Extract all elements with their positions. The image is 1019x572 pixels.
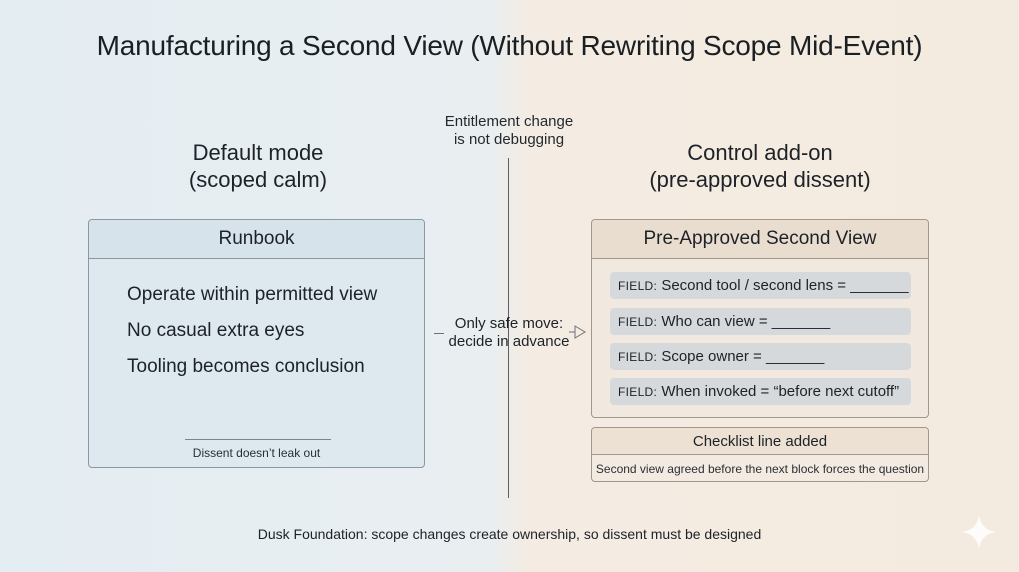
runbook-item: Tooling becomes conclusion [127, 356, 365, 377]
second-view-title: Pre-Approved Second View [592, 220, 928, 259]
left-heading-line-2: (scoped calm) [188, 167, 328, 192]
connector-label-line-1: Only safe move: [454, 315, 564, 332]
field-key: FIELD: [618, 384, 658, 399]
field-when-invoked: FIELD: When invoked = “before next cutof… [610, 378, 911, 405]
connector-label-line-2: decide in advance [448, 333, 570, 350]
left-heading-line-1: Default mode [192, 140, 324, 165]
right-heading-line-2: (pre-approved dissent) [649, 167, 871, 192]
middle-connector: Only safe move: decide in advance [432, 315, 588, 351]
diagram-title: Manufacturing a Second View (Without Rew… [96, 30, 923, 61]
right-column-heading: Control add-on (pre-approved dissent) [630, 139, 890, 193]
field-scope-owner: FIELD: Scope owner = _______ [610, 343, 911, 370]
left-column-heading: Default mode (scoped calm) [128, 139, 388, 193]
field-text: Second tool / second lens = _______ [657, 277, 909, 294]
connector-dash [434, 333, 444, 334]
sparkle-icon [962, 515, 996, 549]
field-text: Scope owner = _______ [657, 348, 825, 365]
checklist-text: Second view agreed before the next block… [595, 462, 925, 476]
second-view-box: Pre-Approved Second View FIELD: Second t… [591, 219, 929, 418]
center-divider [508, 158, 509, 498]
runbook-footer: Dissent doesn’t leak out [192, 446, 321, 460]
right-heading-line-1: Control add-on [687, 140, 833, 165]
field-who-can-view: FIELD: Who can view = _______ [610, 308, 911, 335]
top-note: Entitlement change is not debugging [420, 113, 598, 149]
footer-caption: Dusk Foundation: scope changes create ow… [257, 526, 762, 542]
checklist-title: Checklist line added [592, 428, 928, 455]
runbook-title: Runbook [89, 220, 424, 259]
field-text: Who can view = _______ [657, 313, 831, 330]
top-note-line-1: Entitlement change [444, 113, 574, 130]
field-text: When invoked = “before next cutoff” [657, 383, 900, 400]
field-key: FIELD: [618, 314, 658, 329]
connector-label: Only safe move: decide in advance [446, 315, 572, 351]
runbook-box: Runbook Operate within permitted view No… [88, 219, 425, 468]
runbook-list: Operate within permitted view No casual … [127, 277, 377, 385]
arrow-right-icon [569, 325, 586, 339]
field-key: FIELD: [618, 278, 658, 293]
field-second-tool: FIELD: Second tool / second lens = _____… [610, 272, 911, 299]
runbook-item: No casual extra eyes [127, 320, 305, 341]
field-key: FIELD: [618, 349, 658, 364]
runbook-rule [185, 439, 331, 440]
top-note-line-2: is not debugging [453, 131, 565, 148]
runbook-item: Operate within permitted view [127, 284, 378, 305]
checklist-box: Checklist line added Second view agreed … [591, 427, 929, 482]
